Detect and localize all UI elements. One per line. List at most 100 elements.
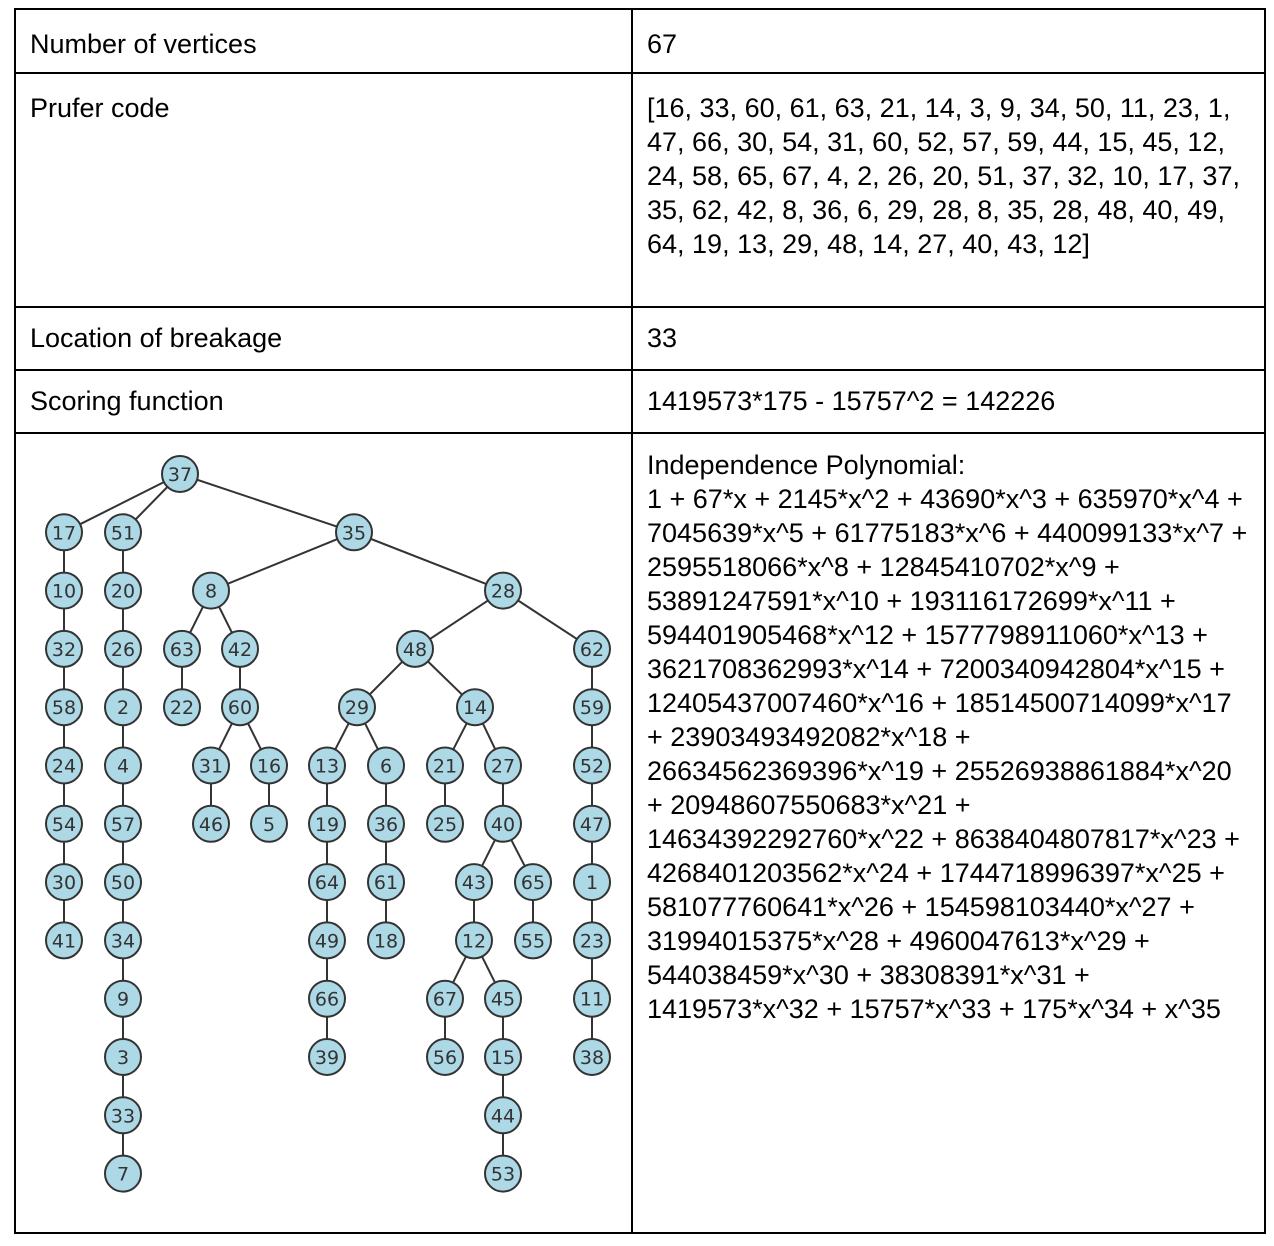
tree-node-label: 50 [111, 872, 135, 894]
tree-node-circle [484, 1096, 522, 1135]
tree-node-circle [45, 629, 83, 668]
tree-node-label: 39 [315, 1047, 339, 1069]
tree-node: 65 [514, 863, 552, 902]
tree-node: 53 [484, 1154, 522, 1193]
tree-node: 25 [426, 804, 464, 843]
row-label: Location of breakage [30, 323, 283, 353]
table-row: Location of breakage 33 [14, 306, 1266, 371]
tree-node: 32 [45, 629, 83, 668]
tree-node-label: 52 [580, 756, 604, 778]
tree-node: 33 [104, 1096, 142, 1135]
tree-node-label: 30 [52, 872, 76, 894]
tree-node-circle [45, 804, 83, 843]
tree-node-circle [484, 571, 522, 610]
tree-node-label: 31 [199, 756, 223, 778]
tree-node: 44 [484, 1096, 522, 1135]
tree-node-circle [484, 1154, 522, 1193]
tree-node-circle [45, 921, 83, 960]
tree-node: 20 [104, 571, 142, 610]
tree-edge [63, 473, 181, 534]
tree-node-circle [308, 1038, 346, 1076]
tree-node-circle [192, 571, 230, 610]
tree-node: 43 [455, 863, 493, 902]
tree-node: 31 [192, 746, 230, 785]
tree-node-circle [45, 746, 83, 785]
tree-node: 6 [367, 746, 405, 785]
tree-node-circle [514, 863, 552, 902]
tree-node-label: 15 [491, 1047, 515, 1069]
tree-node: 2 [104, 688, 142, 727]
tree-node: 11 [573, 979, 611, 1018]
tree-node-circle [426, 746, 464, 785]
tree-node-label: 29 [345, 697, 369, 719]
tree-node-circle [484, 746, 522, 785]
tree-node-label: 67 [433, 989, 457, 1011]
tree-node-circle [104, 629, 142, 668]
tree-node: 21 [426, 746, 464, 785]
tree-node-circle [455, 921, 493, 960]
tree-node: 41 [45, 921, 83, 960]
tree-node-label: 3 [117, 1047, 129, 1069]
tree-node-label: 2 [117, 697, 129, 719]
tree-node-label: 20 [111, 581, 135, 603]
tree-node: 35 [335, 513, 373, 552]
tree-node-circle [367, 921, 405, 960]
tree-node-circle [104, 1038, 142, 1076]
tree-node-circle [308, 804, 346, 843]
tree-node: 3 [104, 1038, 142, 1076]
tree-node: 37 [161, 455, 199, 493]
tree-node-circle [104, 513, 142, 552]
tree-node: 9 [104, 979, 142, 1018]
tree-node: 14 [456, 688, 494, 727]
tree-node-label: 19 [315, 814, 339, 836]
tree-node: 16 [250, 746, 288, 785]
table-row: Scoring function 1419573*175 - 15757^2 =… [14, 369, 1266, 434]
polynomial-expression: 1 + 67*x + 2145*x^2 + 43690*x^3 + 635970… [647, 484, 1248, 1024]
tree-node-label: 47 [580, 814, 604, 836]
tree-node-circle [573, 979, 611, 1018]
tree-node-label: 8 [205, 581, 217, 603]
tree-node-label: 56 [433, 1047, 457, 1069]
tree-node-circle [192, 804, 230, 843]
tree-node-label: 60 [228, 697, 252, 719]
tree-node-label: 45 [491, 989, 515, 1011]
tree-node-circle [104, 863, 142, 902]
row-label: Number of vertices [30, 29, 257, 59]
tree-node: 7 [104, 1154, 142, 1193]
tree-node: 49 [308, 921, 346, 960]
tree-node-label: 42 [228, 639, 252, 661]
tree-node: 26 [104, 629, 142, 668]
tree-node-circle [104, 571, 142, 610]
tree-node-circle [426, 804, 464, 843]
tree-node: 67 [426, 979, 464, 1018]
tree-node: 23 [573, 921, 611, 960]
tree-node-circle [367, 804, 405, 843]
tree-node-label: 43 [462, 872, 486, 894]
tree-node: 61 [367, 863, 405, 902]
tree-node-circle [308, 746, 346, 785]
tree-node: 4 [104, 746, 142, 785]
tree-node-label: 1 [586, 872, 598, 894]
tree-node-circle [104, 804, 142, 843]
row-label: Scoring function [30, 386, 224, 416]
tree-node: 17 [45, 513, 83, 552]
tree-node-label: 53 [491, 1164, 515, 1186]
tree-node-label: 35 [342, 522, 366, 544]
tree-node-circle [104, 746, 142, 785]
tree-node-label: 44 [491, 1105, 515, 1127]
tree-node: 55 [514, 921, 552, 960]
tree-node: 64 [308, 863, 346, 902]
tree-node: 52 [573, 746, 611, 785]
tree-node-circle [45, 571, 83, 610]
tree-node: 13 [308, 746, 346, 785]
tree-node-label: 11 [580, 989, 604, 1011]
tree-node: 38 [573, 1038, 611, 1076]
tree-node-circle [426, 979, 464, 1018]
polynomial-block: Independence Polynomial: 1 + 67*x + 2145… [633, 434, 1264, 1232]
tree-node: 62 [573, 629, 611, 668]
tree-node-circle [250, 804, 288, 843]
tree-node: 1 [573, 863, 611, 902]
tree-node-circle [573, 1038, 611, 1076]
tree-node-circle [221, 629, 259, 668]
tree-node-circle [514, 921, 552, 960]
